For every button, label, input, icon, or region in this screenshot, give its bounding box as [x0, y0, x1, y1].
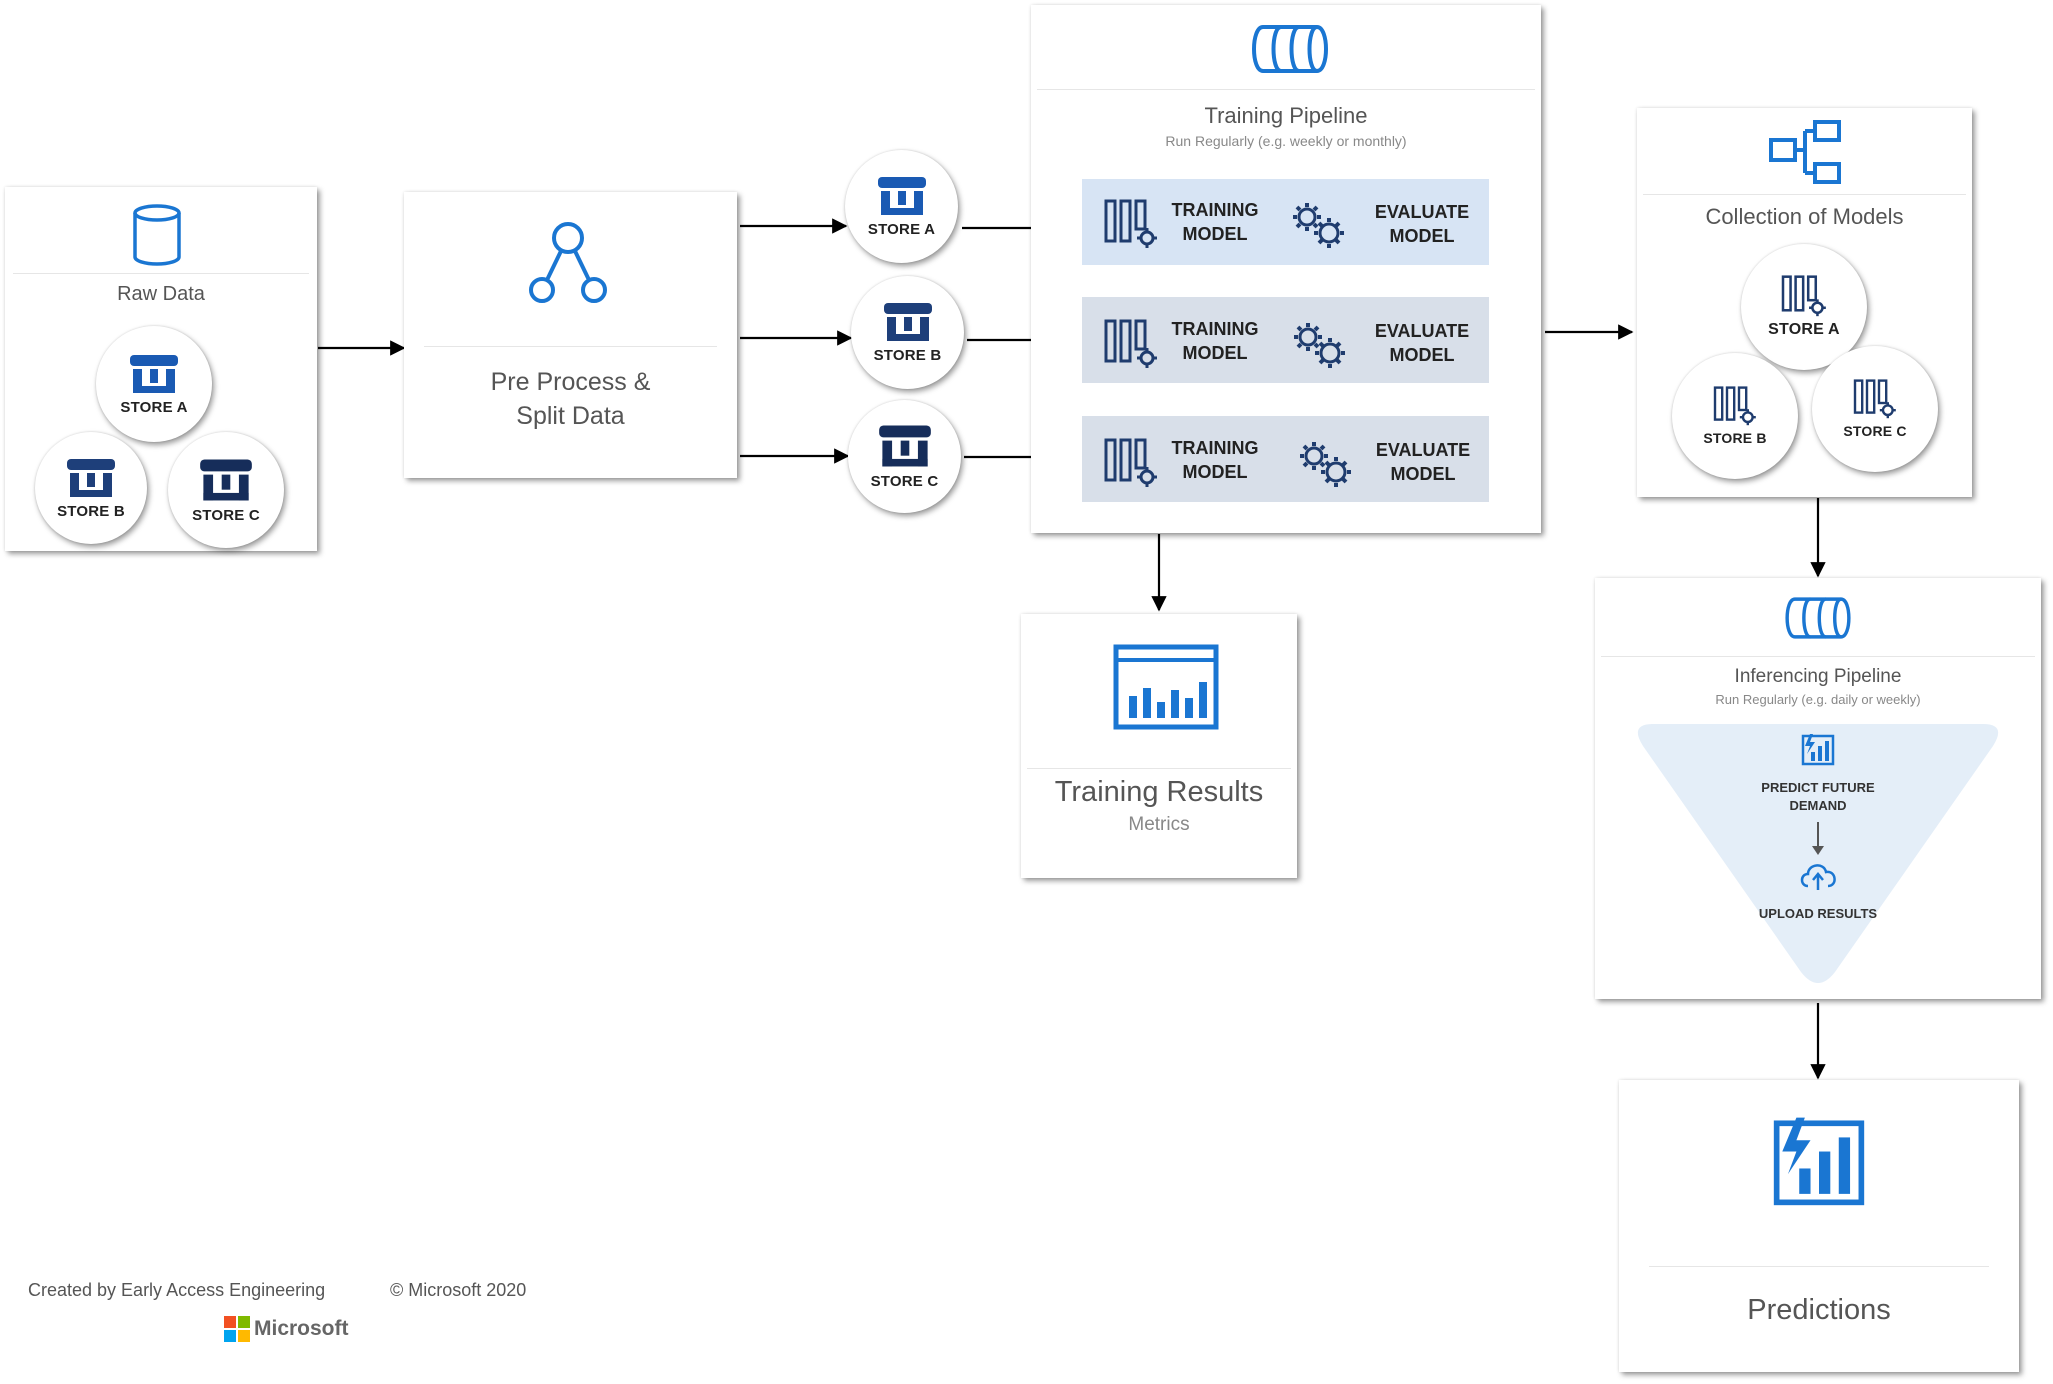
preprocess-title-line2: Split Data: [516, 402, 625, 430]
raw-data-card: Raw Data STORE A STORE B STORE C: [5, 187, 317, 551]
store-icon: [130, 354, 178, 393]
database-icon: [133, 204, 181, 266]
split-store-a: STORE A: [845, 150, 958, 263]
training-pipeline-subtitle: Run Regularly (e.g. weekly or monthly): [1165, 133, 1407, 149]
down-arrow-icon: [1812, 822, 1824, 855]
raw-store-b: STORE B: [35, 432, 147, 544]
raw-store-b-label: STORE B: [57, 502, 125, 520]
split-store-c-label: STORE C: [870, 473, 939, 490]
inferencing-pipeline-card: Inferencing Pipeline Run Regularly (e.g.…: [1595, 578, 2041, 999]
upload-results-label: UPLOAD RESULTS: [1758, 906, 1878, 921]
inferencing-title: Inferencing Pipeline: [1734, 666, 1902, 687]
collection-store-a: STORE A: [1741, 244, 1867, 370]
training-row-store-b: TRAINING MODEL EVALUATE MODEL: [1082, 297, 1489, 383]
training-results-title: Training Results: [1054, 776, 1264, 808]
split-store-b-label: STORE B: [873, 347, 942, 364]
microsoft-logo: Microsoft: [224, 1316, 349, 1342]
predictions-card: Predictions: [1619, 1080, 2019, 1372]
pipeline-icon: [1785, 597, 1851, 639]
footer-created-by: Created by Early Access Engineering: [28, 1280, 326, 1300]
model-gear-icon: [1104, 319, 1157, 368]
raw-data-title: Raw Data: [117, 283, 205, 305]
training-results-card: Training Results Metrics: [1021, 614, 1297, 878]
microsoft-logo-text: Microsoft: [254, 1317, 349, 1340]
microsoft-logo-icon: [224, 1316, 250, 1342]
model-gear-icon: [1104, 438, 1157, 487]
training-model-label: TRAINING MODEL: [1171, 319, 1259, 363]
pipeline-icon: [1252, 25, 1328, 73]
store-icon: [877, 177, 926, 215]
predict-icon: [1773, 1117, 1865, 1206]
raw-store-a-label: STORE A: [120, 398, 188, 416]
collection-store-b-label: STORE B: [1703, 430, 1767, 446]
predictions-title: Predictions: [1747, 1294, 1891, 1326]
evaluate-model-label: EVALUATE MODEL: [1374, 202, 1470, 246]
preprocess-card: Pre Process & Split Data: [404, 192, 737, 478]
training-row-store-c: TRAINING MODEL EVALUATE MODEL: [1082, 416, 1489, 502]
collection-store-b: STORE B: [1672, 353, 1798, 479]
store-icon: [67, 458, 115, 497]
predict-label-line1: PREDICT FUTURE: [1761, 780, 1875, 795]
store-icon: [883, 303, 932, 341]
collection-store-c-label: STORE C: [1843, 423, 1907, 439]
training-pipeline-title: Training Pipeline: [1204, 103, 1368, 128]
inferencing-subtitle: Run Regularly (e.g. daily or weekly): [1715, 692, 1921, 707]
store-icon: [200, 459, 252, 500]
collection-store-c: STORE C: [1812, 346, 1938, 472]
collection-icon: [1769, 120, 1841, 184]
model-gear-icon: [1713, 386, 1756, 426]
training-pipeline-card: Training Pipeline Run Regularly (e.g. we…: [1031, 5, 1541, 533]
footer-copyright: © Microsoft 2020: [390, 1280, 527, 1300]
cloud-upload-icon: [1800, 864, 1836, 890]
training-results-subtitle: Metrics: [1128, 814, 1190, 835]
store-icon: [878, 425, 931, 467]
gears-icon: [1300, 442, 1351, 487]
raw-store-c-label: STORE C: [192, 506, 260, 524]
split-store-c: STORE C: [848, 400, 961, 513]
gears-icon: [1294, 323, 1345, 368]
evaluate-model-label: EVALUATE MODEL: [1374, 321, 1470, 365]
split-store-a-label: STORE A: [867, 221, 936, 238]
collection-store-a-label: STORE A: [1768, 321, 1840, 338]
training-row-store-a: TRAINING MODEL EVALUATE MODEL: [1082, 179, 1489, 265]
model-gear-icon: [1781, 275, 1826, 317]
chart-icon: [1113, 644, 1219, 730]
training-model-label: TRAINING MODEL: [1171, 200, 1259, 244]
collection-card: Collection of Models STORE A STORE B S: [1637, 108, 1972, 497]
training-model-label: TRAINING MODEL: [1171, 438, 1259, 482]
evaluate-model-label: EVALUATE MODEL: [1375, 440, 1471, 484]
collection-title: Collection of Models: [1705, 204, 1904, 229]
split-store-b: STORE B: [851, 276, 964, 389]
preprocess-title-line1: Pre Process &: [490, 368, 651, 396]
model-gear-icon: [1853, 379, 1896, 419]
branch-icon: [529, 222, 607, 303]
predict-label-line2: DEMAND: [1789, 798, 1847, 813]
raw-store-a: STORE A: [96, 326, 212, 442]
model-gear-icon: [1104, 199, 1157, 248]
predict-icon: [1801, 734, 1835, 766]
raw-store-c: STORE C: [168, 432, 284, 548]
gears-icon: [1293, 203, 1344, 248]
